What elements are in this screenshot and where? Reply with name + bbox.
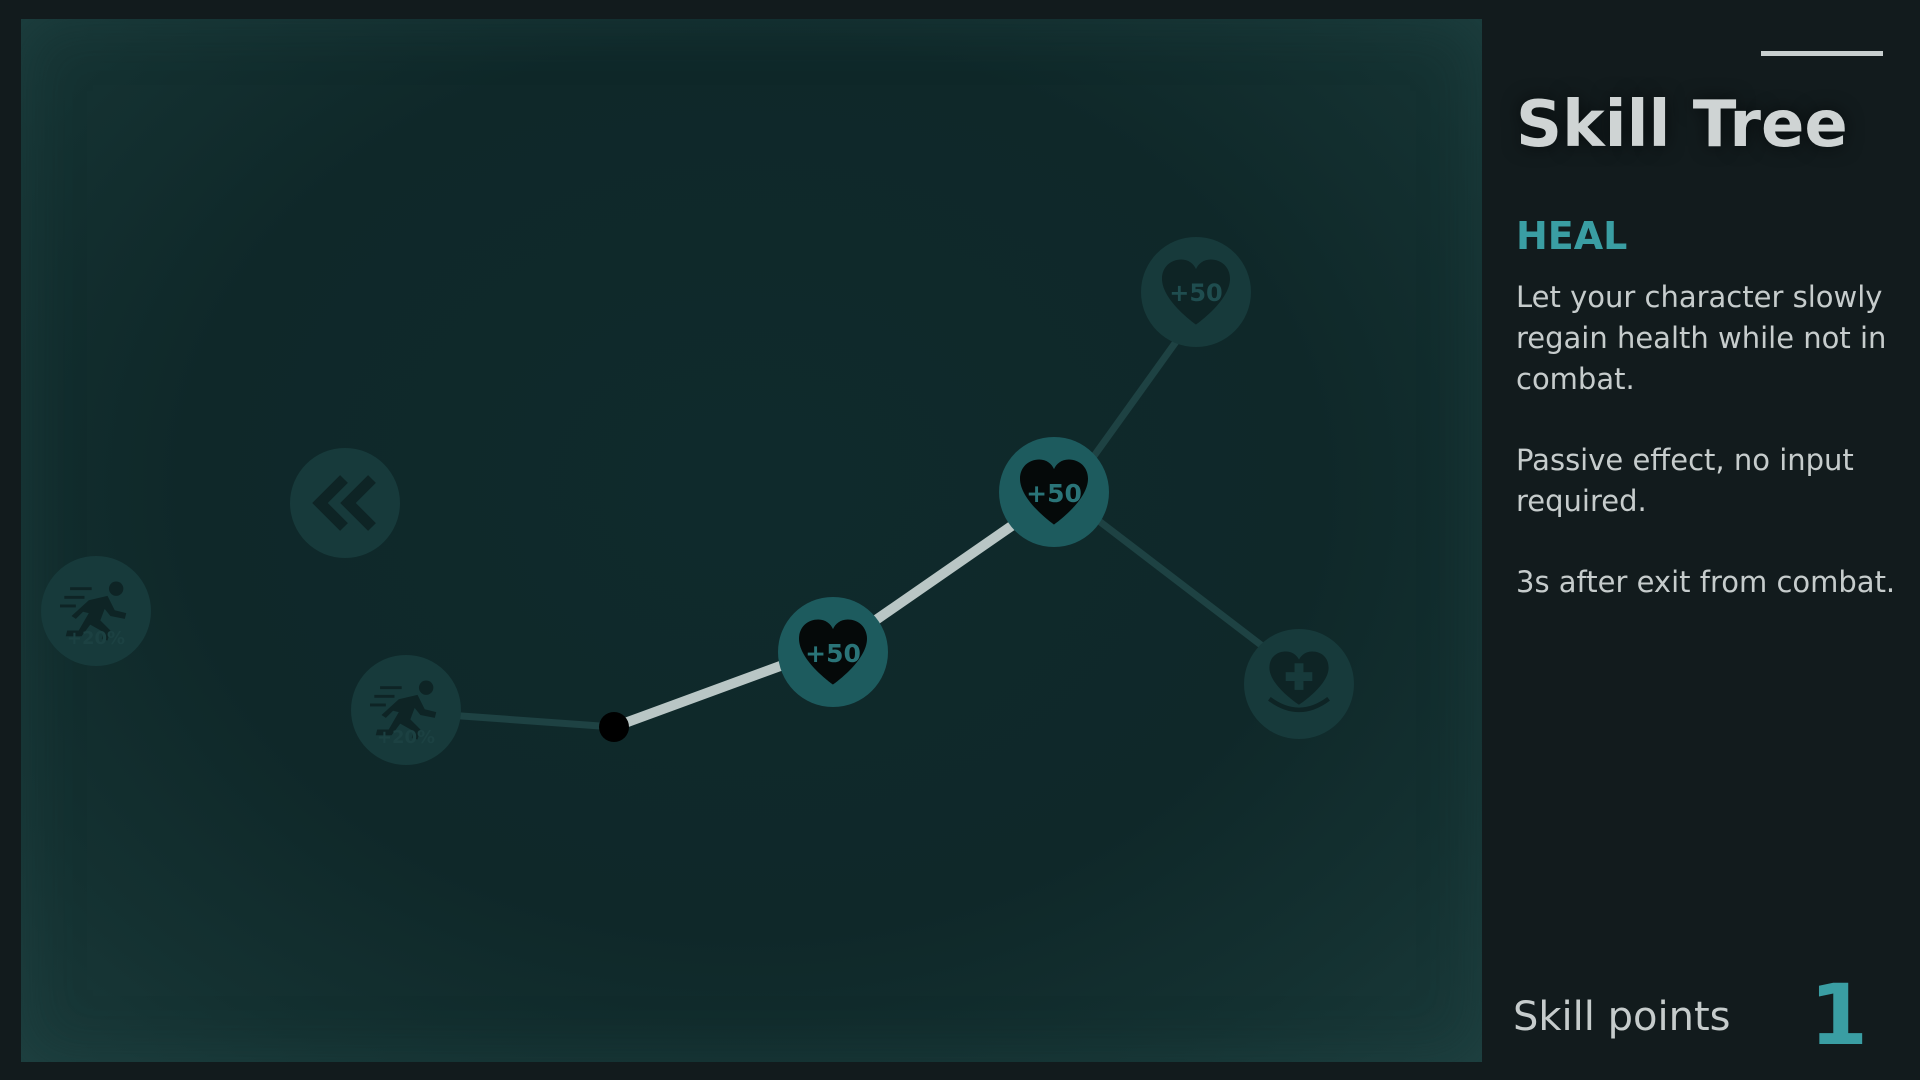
skill-node-heal-1[interactable]: +50 <box>778 597 888 707</box>
skill-tree-canvas[interactable]: +50 +50 +50 <box>21 19 1482 1062</box>
heart-icon <box>1162 259 1230 325</box>
skill-name: HEAL <box>1516 214 1628 258</box>
tree-start-node <box>599 712 629 742</box>
skill-node-heal-2[interactable]: +50 <box>999 437 1109 547</box>
menu-handle[interactable] <box>1761 51 1883 56</box>
skill-tree-connections <box>402 328 1265 732</box>
node-label: +50 <box>1169 279 1223 307</box>
skill-node-heal-regen[interactable] <box>1244 629 1354 739</box>
node-label: +50 <box>805 639 861 668</box>
heart-plus-icon <box>1268 651 1330 712</box>
heart-icon <box>799 619 867 685</box>
skill-delay-text: 3s after exit from combat. <box>1516 565 1896 599</box>
node-label: +50 <box>1026 479 1082 508</box>
connector-heal2-heal3 <box>1090 328 1187 460</box>
skill-description-text: Let your character slowly regain health … <box>1516 280 1887 396</box>
skill-effect-text: Passive effect, no input required. <box>1516 443 1854 518</box>
skill-info-panel: Skill Tree HEAL Let your character slowl… <box>1482 0 1920 1080</box>
sprint-icon <box>370 680 437 740</box>
double-chevron-left-icon <box>312 475 376 531</box>
skill-node-heal-3[interactable]: +50 <box>1141 237 1251 347</box>
skill-points-label: Skill points <box>1513 994 1731 1040</box>
node-label: +20% <box>66 628 126 649</box>
page-title: Skill Tree <box>1516 88 1848 162</box>
skill-node-sprint-1[interactable]: +20% <box>41 556 151 666</box>
node-label: +20% <box>376 727 436 748</box>
skill-points-value: 1 <box>1809 966 1868 1064</box>
heart-icon <box>1020 459 1088 525</box>
connector-heal1-heal2 <box>868 520 1018 627</box>
skill-node-sprint-2[interactable]: +20% <box>351 655 461 765</box>
skill-node-back[interactable] <box>290 448 400 558</box>
connector-heal2-regen <box>1095 517 1265 649</box>
sprint-icon <box>60 581 127 641</box>
